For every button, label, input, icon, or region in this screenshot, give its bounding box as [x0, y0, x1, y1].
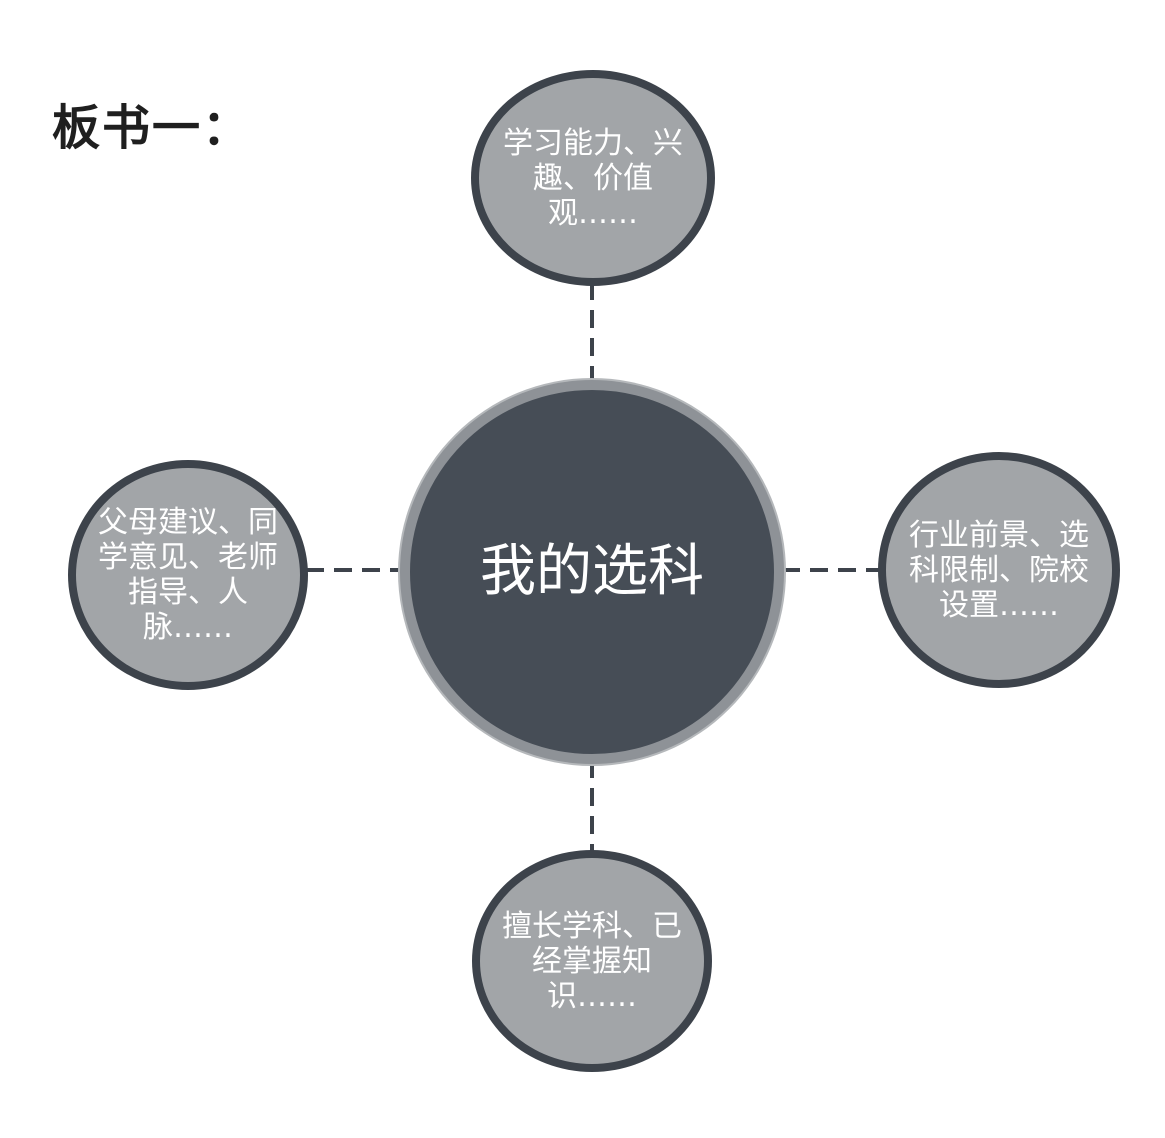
diagram-heading: 板书一： [52, 100, 253, 156]
center-node: 我的选科 [400, 380, 784, 764]
connector-top [590, 282, 594, 382]
connector-left [306, 568, 402, 572]
connector-right [782, 568, 882, 572]
node-top: 学习能力、兴趣、价值观…… [471, 70, 715, 286]
connector-bottom [590, 760, 594, 856]
node-bottom-label: 擅长学科、已经掌握知识…… [502, 908, 682, 1014]
node-bottom: 擅长学科、已经掌握知识…… [472, 850, 712, 1072]
node-left: 父母建议、同学意见、老师指导、人脉…… [68, 460, 308, 690]
center-node-label: 我的选科 [480, 539, 704, 604]
node-right: 行业前景、选科限制、院校设置…… [878, 452, 1120, 688]
node-left-label: 父母建议、同学意见、老师指导、人脉…… [98, 505, 278, 645]
node-top-label: 学习能力、兴趣、价值观…… [503, 125, 683, 231]
node-right-label: 行业前景、选科限制、院校设置…… [909, 517, 1089, 623]
